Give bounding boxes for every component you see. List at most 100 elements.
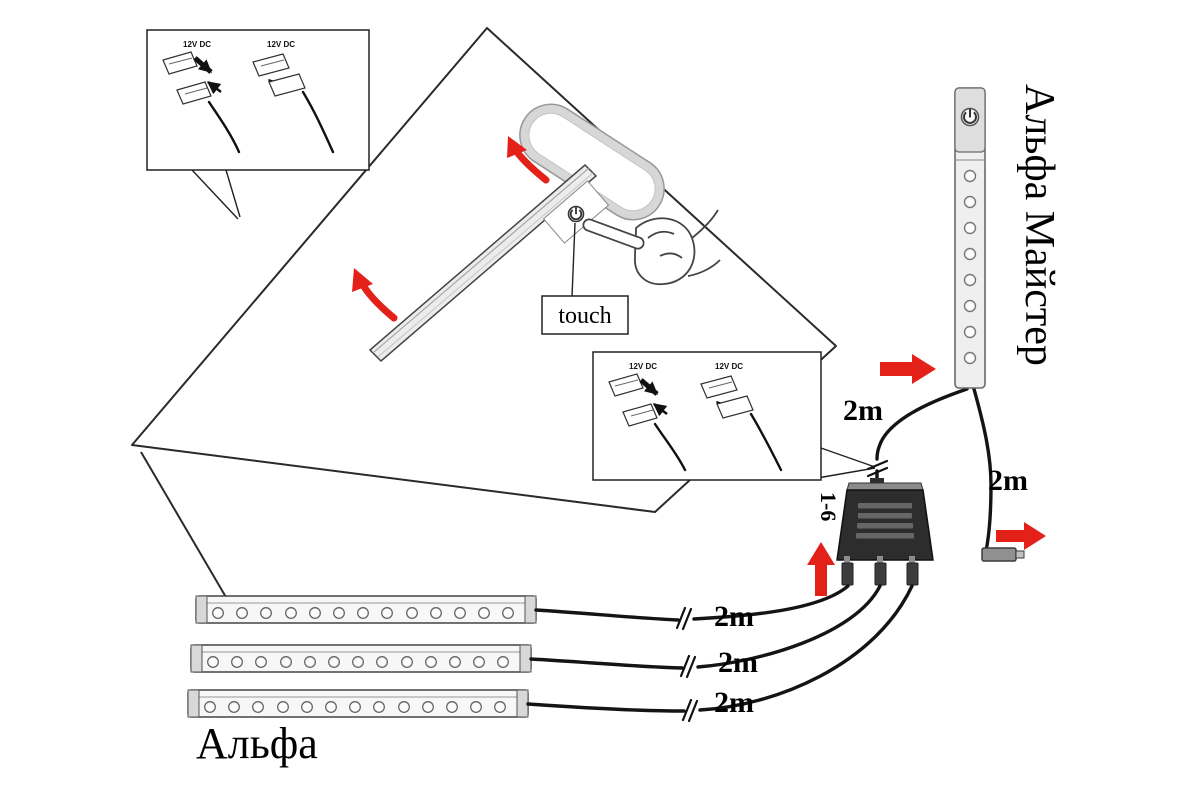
led-bar-body	[368, 163, 598, 363]
led-dot	[454, 607, 466, 619]
connector-voltage-label: 12V DC	[267, 40, 295, 49]
led-dot	[963, 351, 977, 365]
end-connector-body	[981, 547, 1017, 562]
led-dot	[285, 607, 297, 619]
connector-cable	[301, 90, 335, 154]
touch-power-icon	[567, 205, 585, 223]
power-icon-arc	[963, 111, 977, 124]
hand-knuckle	[647, 230, 675, 239]
rotate-arrow-upper-head	[507, 136, 527, 158]
insert-arrow-icon	[206, 81, 222, 95]
cable-bar-2	[529, 657, 684, 670]
led-dot	[373, 701, 385, 713]
splitter-plug-tip	[877, 556, 883, 564]
connector-cable	[749, 412, 783, 472]
hand-illustration	[582, 209, 721, 286]
led-dot	[963, 169, 977, 183]
alfa-label: Альфа	[196, 719, 318, 768]
plug-detail	[260, 59, 285, 67]
led-dot	[422, 701, 434, 713]
plug-detail	[184, 87, 208, 95]
bar-end-cap	[519, 644, 532, 673]
cable-break-mark	[685, 655, 697, 679]
cable-break-3	[681, 698, 699, 723]
led-dot	[333, 607, 345, 619]
cabinet-outline	[131, 27, 837, 617]
label-2m-master-out: 2m	[988, 464, 1028, 497]
led-dot	[470, 701, 482, 713]
led-bar-angled	[368, 163, 610, 363]
connector-voltage-label: 12V DC	[183, 40, 211, 49]
led-dot	[963, 325, 977, 339]
inset-mid-callout-line	[820, 447, 876, 468]
grille-slot	[858, 513, 912, 519]
led-dot	[236, 607, 248, 619]
bar-end-cap	[190, 644, 203, 673]
led-bar-highlight	[377, 172, 594, 358]
master-led-dots	[963, 169, 977, 365]
led-dot	[425, 656, 437, 668]
splitter-box: 1-6	[816, 478, 934, 586]
splitter-plug-tip	[909, 556, 915, 564]
hand-wrist	[687, 259, 721, 277]
alfa-master-label: Альфа Майстер	[1016, 84, 1062, 366]
shelf-edge	[131, 27, 837, 513]
cable-bar-1	[534, 608, 680, 622]
inset-top-callout-line	[225, 169, 241, 218]
cable-bar-3	[526, 702, 686, 713]
led-dot	[309, 607, 321, 619]
label-2m-bar1: 2m	[714, 600, 754, 633]
inset-top-frame	[146, 29, 370, 171]
splitter-plug-2	[874, 562, 887, 586]
led-bar-3	[187, 689, 529, 718]
bar-led-dots	[212, 607, 514, 619]
led-dot	[478, 607, 490, 619]
led-dot	[963, 247, 977, 261]
connector-voltage-label: 12V DC	[715, 362, 743, 371]
led-dot	[231, 656, 243, 668]
touch-callout: touch	[541, 222, 629, 335]
master-led-bar	[954, 87, 986, 389]
plug-male-icon	[162, 51, 198, 75]
led-dot	[325, 701, 337, 713]
led-dot	[502, 607, 514, 619]
led-dot	[406, 607, 418, 619]
led-dot	[963, 299, 977, 313]
plug-male-icon	[608, 373, 644, 397]
led-dot	[304, 656, 316, 668]
label-2m-bar2: 2m	[718, 646, 758, 679]
plug-female-icon	[176, 81, 212, 105]
cable-break-mark	[866, 459, 889, 471]
splitter-top-face	[846, 482, 924, 491]
plug-female-icon	[268, 73, 306, 97]
hand-finger	[584, 220, 643, 248]
label-2m-bar3: 2m	[714, 686, 754, 719]
end-connector	[981, 547, 1025, 562]
cable-break-1	[675, 606, 693, 631]
bar-end-cap	[195, 595, 208, 624]
led-dot	[381, 607, 393, 619]
cable-break-mark	[687, 699, 699, 723]
plug-detail	[708, 381, 733, 389]
led-dot	[328, 656, 340, 668]
cable-bar-3	[698, 584, 914, 712]
cabinet-wall-edge	[140, 451, 238, 617]
insert-arrow-icon	[193, 56, 213, 74]
led-dot	[260, 607, 272, 619]
led-dot	[376, 656, 388, 668]
splitter-ports-label: 1-6	[816, 492, 841, 521]
label-2m-master-in: 2m	[843, 394, 883, 427]
touch-label-box	[541, 295, 629, 335]
led-dot	[349, 701, 361, 713]
led-bar-1	[195, 595, 537, 624]
cable-break-mark	[679, 654, 691, 678]
master-power-icon	[960, 107, 980, 127]
rotate-arrow-lower	[359, 281, 398, 322]
led-dot	[430, 607, 442, 619]
plug-female-icon	[716, 395, 754, 419]
plug-detail	[168, 57, 193, 65]
led-dot	[357, 607, 369, 619]
end-connector-tip	[1015, 550, 1025, 559]
hand-knuckle	[659, 252, 683, 259]
grille-slot	[856, 533, 914, 539]
